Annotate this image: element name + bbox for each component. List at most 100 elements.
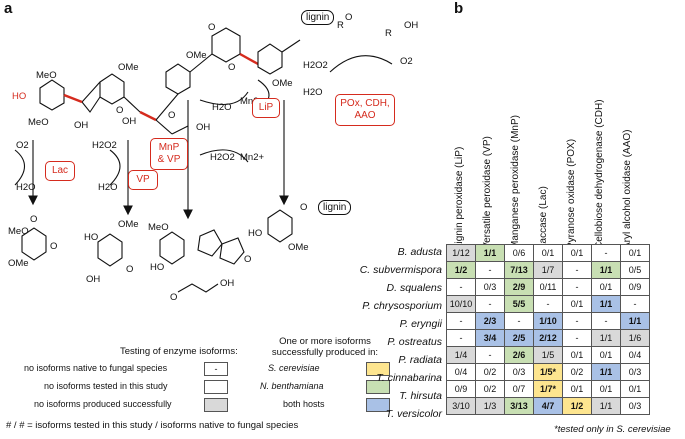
table-cell: - xyxy=(562,312,592,330)
table-cell: 0/7 xyxy=(504,380,534,398)
lignin-degradation-scheme: MeO HO MeO OMe OMe O OH OH OH O O O OMe … xyxy=(8,12,418,303)
enzyme-lac: Lac xyxy=(45,161,75,181)
table-cell: 10/10 xyxy=(446,295,476,313)
svg-text:O: O xyxy=(30,214,37,225)
table-cell: 1/6 xyxy=(620,329,650,347)
svg-text:O2: O2 xyxy=(16,140,29,151)
column-header-cdh: Cellobiose dehydrogenase (CDH) xyxy=(594,99,605,249)
svg-text:OH: OH xyxy=(196,122,210,133)
table-cell: 1/4 xyxy=(446,346,476,364)
svg-text:O: O xyxy=(244,254,251,265)
svg-text:OH: OH xyxy=(404,20,418,31)
svg-text:H2O: H2O xyxy=(98,182,118,193)
table-cell: - xyxy=(620,295,650,313)
table-cell: 1/1 xyxy=(591,295,621,313)
table-cell: 3/4 xyxy=(475,329,505,347)
legend-left-1-label: no isoforms native to fungal species xyxy=(24,363,168,373)
table-cell: 0/1 xyxy=(591,346,621,364)
svg-text:Mn2+: Mn2+ xyxy=(240,152,264,163)
table-cell: 0/6 xyxy=(504,244,534,262)
svg-text:OH: OH xyxy=(86,274,100,285)
table-cell: - xyxy=(562,278,592,296)
species-label: D. squalens xyxy=(386,282,442,294)
svg-text:O: O xyxy=(170,292,177,303)
table-cell: 3/10 xyxy=(446,397,476,415)
table-cell: - xyxy=(504,312,534,330)
ring-right xyxy=(257,43,283,75)
table-cell: 0/3 xyxy=(475,278,505,296)
column-header-lac: Laccase (Lac) xyxy=(538,186,549,249)
svg-text:OH: OH xyxy=(220,278,234,289)
svg-text:OMe: OMe xyxy=(118,62,139,73)
table-cell: 1/2 xyxy=(562,397,592,415)
legend-right-1-swatch xyxy=(366,362,390,376)
svg-text:O2: O2 xyxy=(400,56,413,67)
svg-text:O: O xyxy=(168,110,175,121)
table-cell: 0/9 xyxy=(620,278,650,296)
svg-text:H2O2: H2O2 xyxy=(92,140,117,151)
svg-text:O: O xyxy=(228,62,235,73)
table-cell: - xyxy=(591,312,621,330)
svg-text:OH: OH xyxy=(74,120,88,131)
legend-left-1-swatch: - xyxy=(204,362,228,376)
species-label: P. radiata xyxy=(398,354,442,366)
svg-text:H2O2: H2O2 xyxy=(210,152,235,163)
table-cell: 1/10 xyxy=(533,312,563,330)
table-cell: 1/12 xyxy=(446,244,476,262)
column-header-mnp: Manganese peroxidase (MnP) xyxy=(510,115,521,249)
svg-text:OMe: OMe xyxy=(288,242,309,253)
table-cell: 0/2 xyxy=(562,363,592,381)
table-cell: 0/1 xyxy=(620,244,650,262)
svg-text:O: O xyxy=(116,105,123,116)
species-label: T. cinnabarina xyxy=(376,372,442,384)
svg-text:HO: HO xyxy=(248,228,262,239)
table-cell: 4/7 xyxy=(533,397,563,415)
table-cell: 1/5 xyxy=(533,346,563,364)
table-cell: 0/1 xyxy=(562,295,592,313)
table-cell: - xyxy=(533,295,563,313)
table-cell: 2/3 xyxy=(475,312,505,330)
table-cell: 1/1 xyxy=(591,329,621,347)
species-label: B. adusta xyxy=(397,246,442,258)
enzyme-pox-cdh-aao: POx, CDH, AAO xyxy=(335,94,395,126)
panel-label-b: b xyxy=(454,0,464,17)
product-aldehyde xyxy=(97,233,123,267)
table-row: -2/3-1/10--1/1 xyxy=(446,312,650,330)
legend-right-2-label: N. benthamiana xyxy=(260,381,324,391)
table-cell: - xyxy=(475,295,505,313)
enzyme-vp: VP xyxy=(128,170,158,190)
svg-text:R: R xyxy=(385,28,392,39)
enzyme-mnp-vp: MnP & VP xyxy=(150,138,188,170)
table-cell: 1/1 xyxy=(620,312,650,330)
table-cell: 0/4 xyxy=(620,346,650,364)
ring-middle xyxy=(165,63,191,95)
table-cell: 1/7* xyxy=(533,380,563,398)
table-cell: 0/4 xyxy=(446,363,476,381)
svg-text:OMe: OMe xyxy=(272,78,293,89)
table-cell: 0/3 xyxy=(620,397,650,415)
table-cell: 0/5 xyxy=(620,261,650,279)
legend-footnote: # / # = isoforms tested in this study / … xyxy=(6,420,299,431)
legend-left-3-label: no isoforms produced successfully xyxy=(34,399,172,409)
legend-right-2-swatch xyxy=(366,380,390,394)
svg-text:MeO: MeO xyxy=(28,117,49,128)
svg-text:O: O xyxy=(345,12,352,23)
svg-text:MeO: MeO xyxy=(8,226,29,237)
table-cell: 0/2 xyxy=(475,363,505,381)
svg-text:H2O: H2O xyxy=(16,182,36,193)
table-cell: 1/7 xyxy=(533,261,563,279)
svg-text:OMe: OMe xyxy=(186,50,207,61)
table-cell: 0/11 xyxy=(533,278,563,296)
svg-text:H2O2: H2O2 xyxy=(303,60,328,71)
species-label: P. ostreatus xyxy=(387,336,442,348)
table-cell: 2/9 xyxy=(504,278,534,296)
svg-text:O: O xyxy=(50,241,57,252)
legend-right-1-label: S. cerevisiae xyxy=(268,363,320,373)
chem-ome: MeO xyxy=(36,70,57,81)
svg-text:O: O xyxy=(208,22,215,33)
table-cell: - xyxy=(591,244,621,262)
